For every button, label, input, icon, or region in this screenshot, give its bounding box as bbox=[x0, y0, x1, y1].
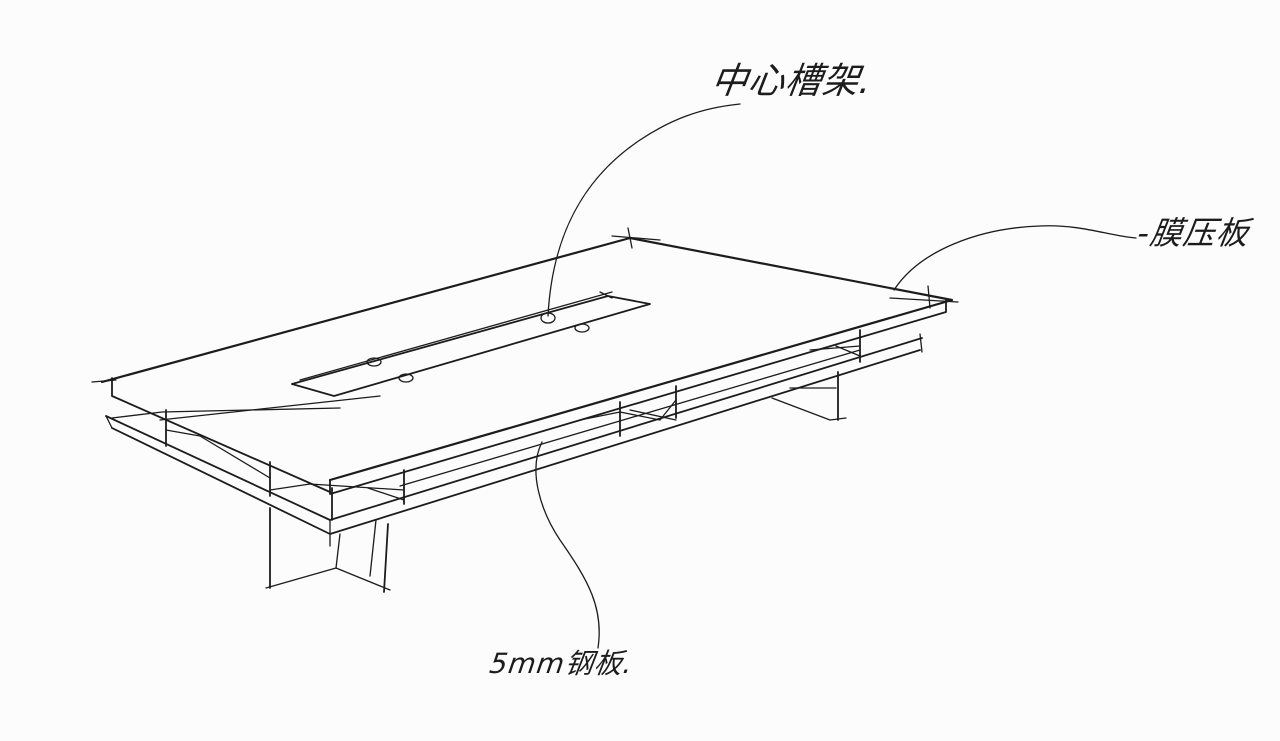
leader-steel bbox=[535, 441, 600, 649]
label-laminate: -膜压板 bbox=[1135, 214, 1252, 252]
leader-laminate bbox=[893, 225, 1137, 291]
frame-posts bbox=[165, 329, 861, 521]
legs bbox=[265, 371, 847, 593]
leader-lines bbox=[535, 103, 1137, 649]
label-steel-plate: 5mm钢板. bbox=[487, 647, 636, 680]
table-top bbox=[91, 227, 959, 495]
leader-center-frame bbox=[547, 103, 741, 317]
center-trough bbox=[291, 291, 651, 397]
cross-braces bbox=[165, 345, 861, 501]
frame-rails bbox=[105, 333, 923, 547]
label-center-frame: 中心槽架. bbox=[708, 61, 875, 102]
